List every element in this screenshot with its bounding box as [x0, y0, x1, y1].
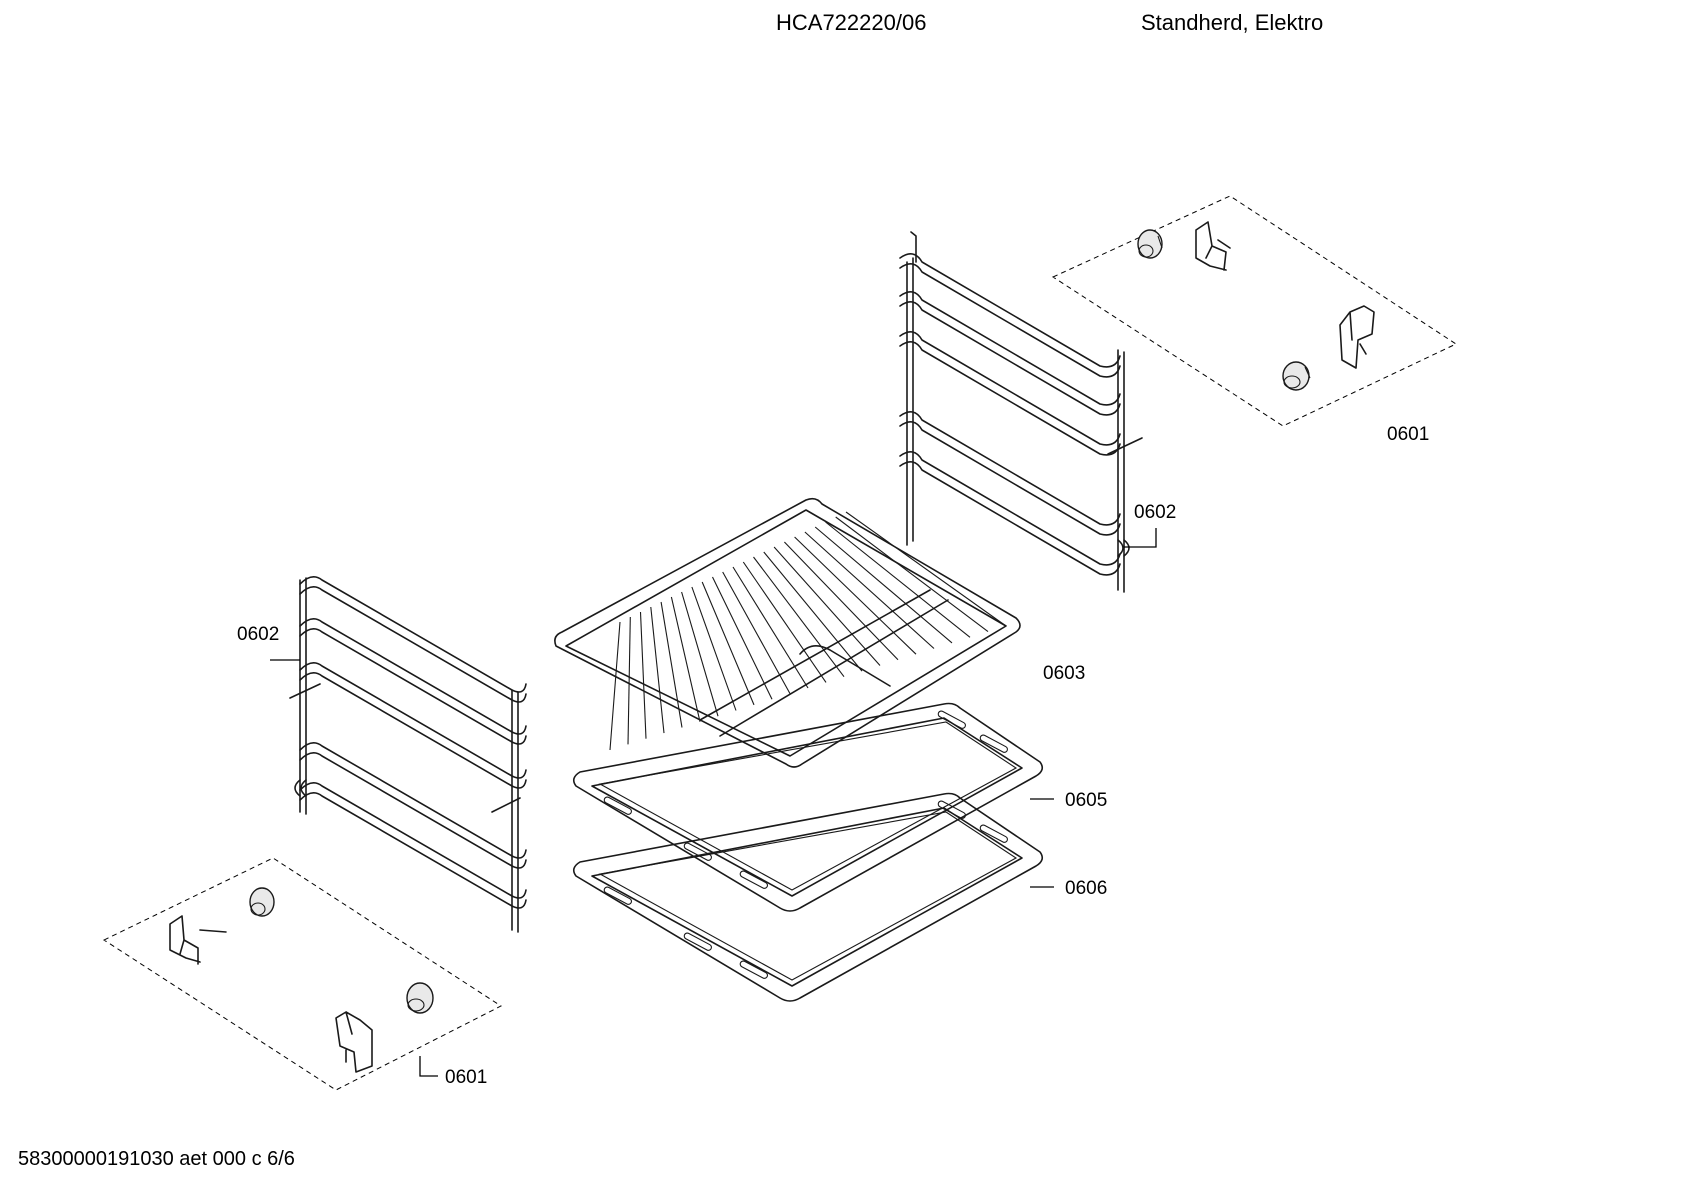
document-code: 58300000191030 aet 000 c 6/6: [18, 1148, 295, 1170]
plug-icon: [1137, 229, 1163, 259]
shelf-wire: [609, 621, 621, 751]
shelf-wire: [722, 571, 791, 694]
baking-tray-upper: [572, 702, 1044, 912]
shelf-wire: [639, 611, 647, 739]
rail-left-label: 0602: [237, 624, 279, 645]
clip-set-right-label: 0601: [1387, 424, 1429, 445]
rail-right-label: 0602: [1134, 502, 1176, 523]
grid-shelf-label: 0603: [1043, 663, 1085, 684]
clip-set-left: [102, 857, 502, 1091]
shelf-wire: [681, 591, 719, 717]
shelf-frame: [554, 497, 1021, 768]
shelf-wire: [794, 536, 917, 655]
plug-icon: [249, 887, 275, 917]
plug-icon: [1282, 361, 1311, 391]
shelf-wire: [835, 516, 989, 633]
shelf-wire: [753, 556, 845, 678]
side-rail-right: [899, 231, 1143, 593]
plug-icon: [406, 982, 434, 1014]
shelf-wire: [650, 606, 665, 734]
shelf-wire: [670, 596, 701, 722]
clip-set-left-label: 0601: [445, 1067, 487, 1088]
shelf-wire: [732, 566, 809, 689]
hook-clip-icon: [1195, 221, 1231, 271]
side-rail-left: [289, 576, 527, 933]
shelf-crossbar: [799, 645, 891, 687]
shelf-wire: [784, 541, 899, 661]
shelf-wire: [627, 616, 631, 745]
hook-clip-icon: [335, 1011, 373, 1073]
shelf-wire: [701, 581, 755, 706]
shelf-wire: [804, 531, 935, 649]
shelf-wire: [660, 601, 683, 728]
model-number: HCA722220/06: [776, 10, 927, 35]
shelf-wire: [825, 521, 971, 638]
shelf-wire: [763, 551, 863, 672]
grid-shelf: [554, 497, 1021, 768]
shelf-wire: [773, 546, 881, 666]
shelf-wire: [845, 511, 1007, 627]
clip-set-right: [1051, 195, 1458, 427]
shelf-wire: [691, 586, 737, 711]
product-description: Standherd, Elektro: [1141, 10, 1324, 35]
tray-upper-label: 0605: [1065, 790, 1107, 811]
tray-lower-label: 0606: [1065, 878, 1107, 899]
shelf-wire: [742, 561, 827, 683]
baking-tray-lower: [572, 792, 1044, 1002]
hook-clip-icon: [169, 915, 227, 965]
hook-clip-icon: [1339, 305, 1375, 369]
shelf-wire: [712, 576, 773, 700]
shelf-support-bar: [699, 589, 949, 737]
shelf-wire: [814, 526, 953, 644]
